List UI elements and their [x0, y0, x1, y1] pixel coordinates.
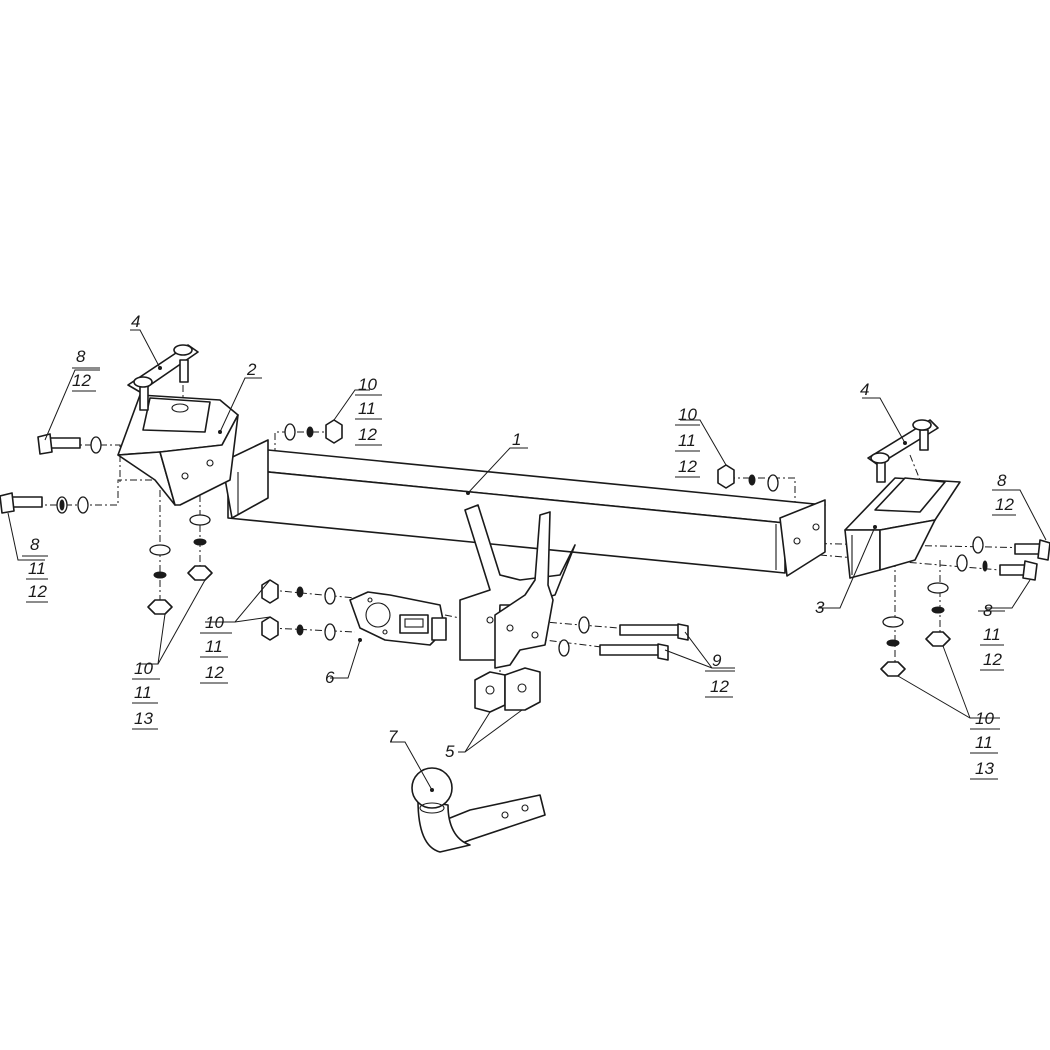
callout-right-nut-1: 10 [678, 405, 697, 424]
socket-plate [349, 591, 447, 646]
callout-socket-plate: 6 [325, 668, 335, 687]
callout-right-bottom-nut-1: 10 [975, 709, 994, 728]
spacer-plates [474, 667, 541, 713]
center-hitch-brackets [459, 504, 576, 669]
callout-left-upper-bolt-2: 12 [72, 371, 91, 390]
callout-left-lower-bolt-1: 8 [30, 535, 40, 554]
callout-left-bottom-nut-1: 10 [134, 659, 153, 678]
callout-center-nut-3: 12 [358, 425, 377, 444]
callout-left-upper-bolt-1: 8 [76, 347, 86, 366]
callout-left-lower-bolt-2: 11 [28, 559, 46, 578]
right-side-bracket [844, 477, 961, 579]
callout-right-nut-2: 11 [678, 431, 696, 450]
callout-right-bracket: 3 [815, 598, 825, 617]
callout-center-bolt-2: 12 [710, 677, 729, 696]
callout-center-nut-1: 10 [358, 375, 377, 394]
callout-right-lower-bolt-3: 12 [983, 650, 1002, 669]
bolts [0, 433, 1050, 661]
callout-left-plate: 4 [131, 312, 140, 331]
callout-tow-ball: 7 [388, 727, 398, 746]
callout-right-bottom-nut-2: 11 [975, 733, 993, 752]
callout-center-nut-2: 11 [358, 399, 376, 418]
callout-beam: 1 [512, 430, 521, 449]
right-clamp-plate [867, 419, 939, 483]
callout-spacers: 5 [445, 742, 455, 761]
callout-left-bracket: 2 [246, 360, 257, 379]
callout-left-bottom-nut-2: 11 [134, 683, 152, 702]
callout-socket-nut-3: 12 [205, 663, 224, 682]
callout-socket-nut-2: 11 [205, 637, 223, 656]
callout-left-bottom-nut-3: 13 [134, 709, 153, 728]
callout-right-lower-bolt-2: 11 [983, 625, 1001, 644]
callout-socket-nut-1: 10 [205, 613, 224, 632]
callout-center-bolt-1: 9 [712, 651, 722, 670]
callout-labels: 1 2 3 4 4 5 6 7 8 12 8 11 12 8 12 8 11 [22, 312, 1020, 780]
callout-left-lower-bolt-3: 12 [28, 582, 47, 601]
callout-right-nut-3: 12 [678, 457, 697, 476]
callout-right-bottom-nut-3: 13 [975, 759, 994, 778]
main-beam [221, 439, 826, 577]
callout-right-upper-bolt-2: 12 [995, 495, 1014, 514]
callout-right-upper-bolt-1: 8 [997, 471, 1007, 490]
left-side-bracket [117, 394, 239, 506]
tow-ball-neck [411, 767, 546, 853]
callout-right-plate: 4 [860, 380, 869, 399]
